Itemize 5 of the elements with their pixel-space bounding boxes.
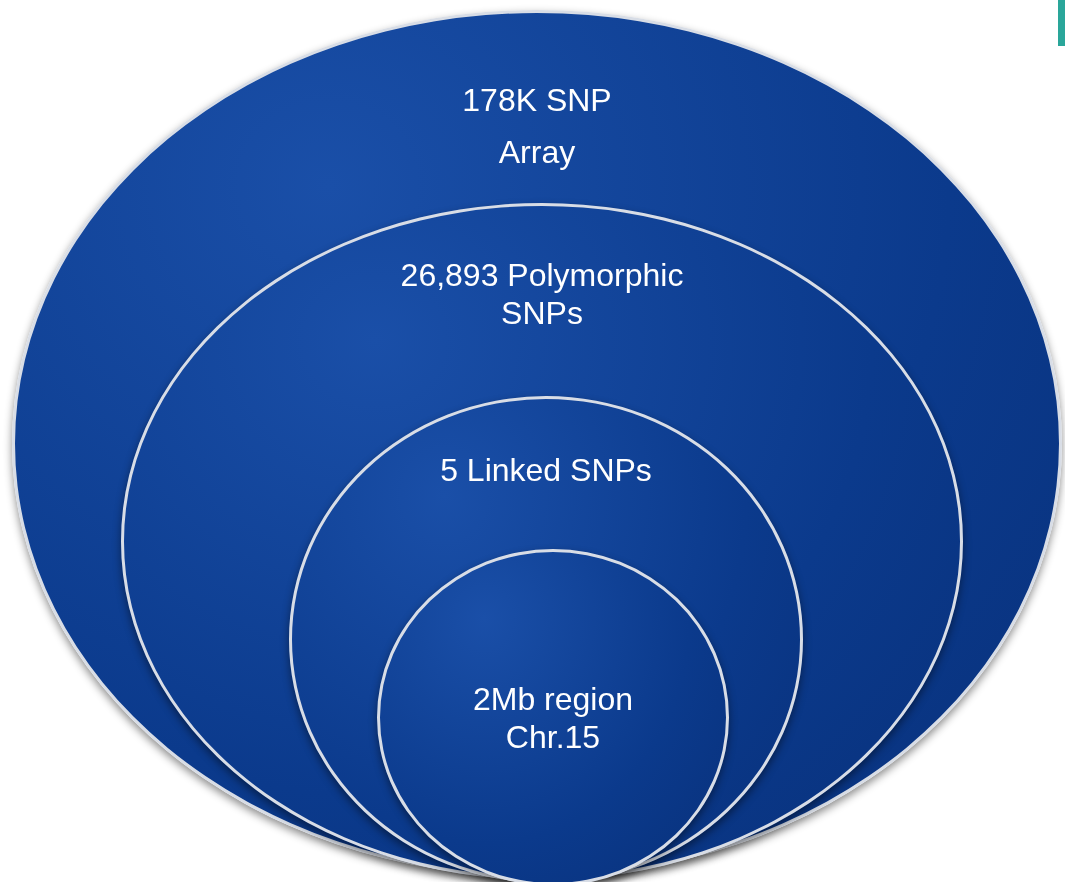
ellipse-label: Array — [498, 133, 576, 171]
ellipse-label: 2Mb region Chr.15 — [471, 680, 635, 756]
ellipse-label: 26,893 Polymorphic SNPs — [399, 256, 685, 332]
ellipse-label: 5 Linked SNPs — [440, 451, 652, 489]
ellipse-label: 178K SNP — [462, 81, 612, 119]
